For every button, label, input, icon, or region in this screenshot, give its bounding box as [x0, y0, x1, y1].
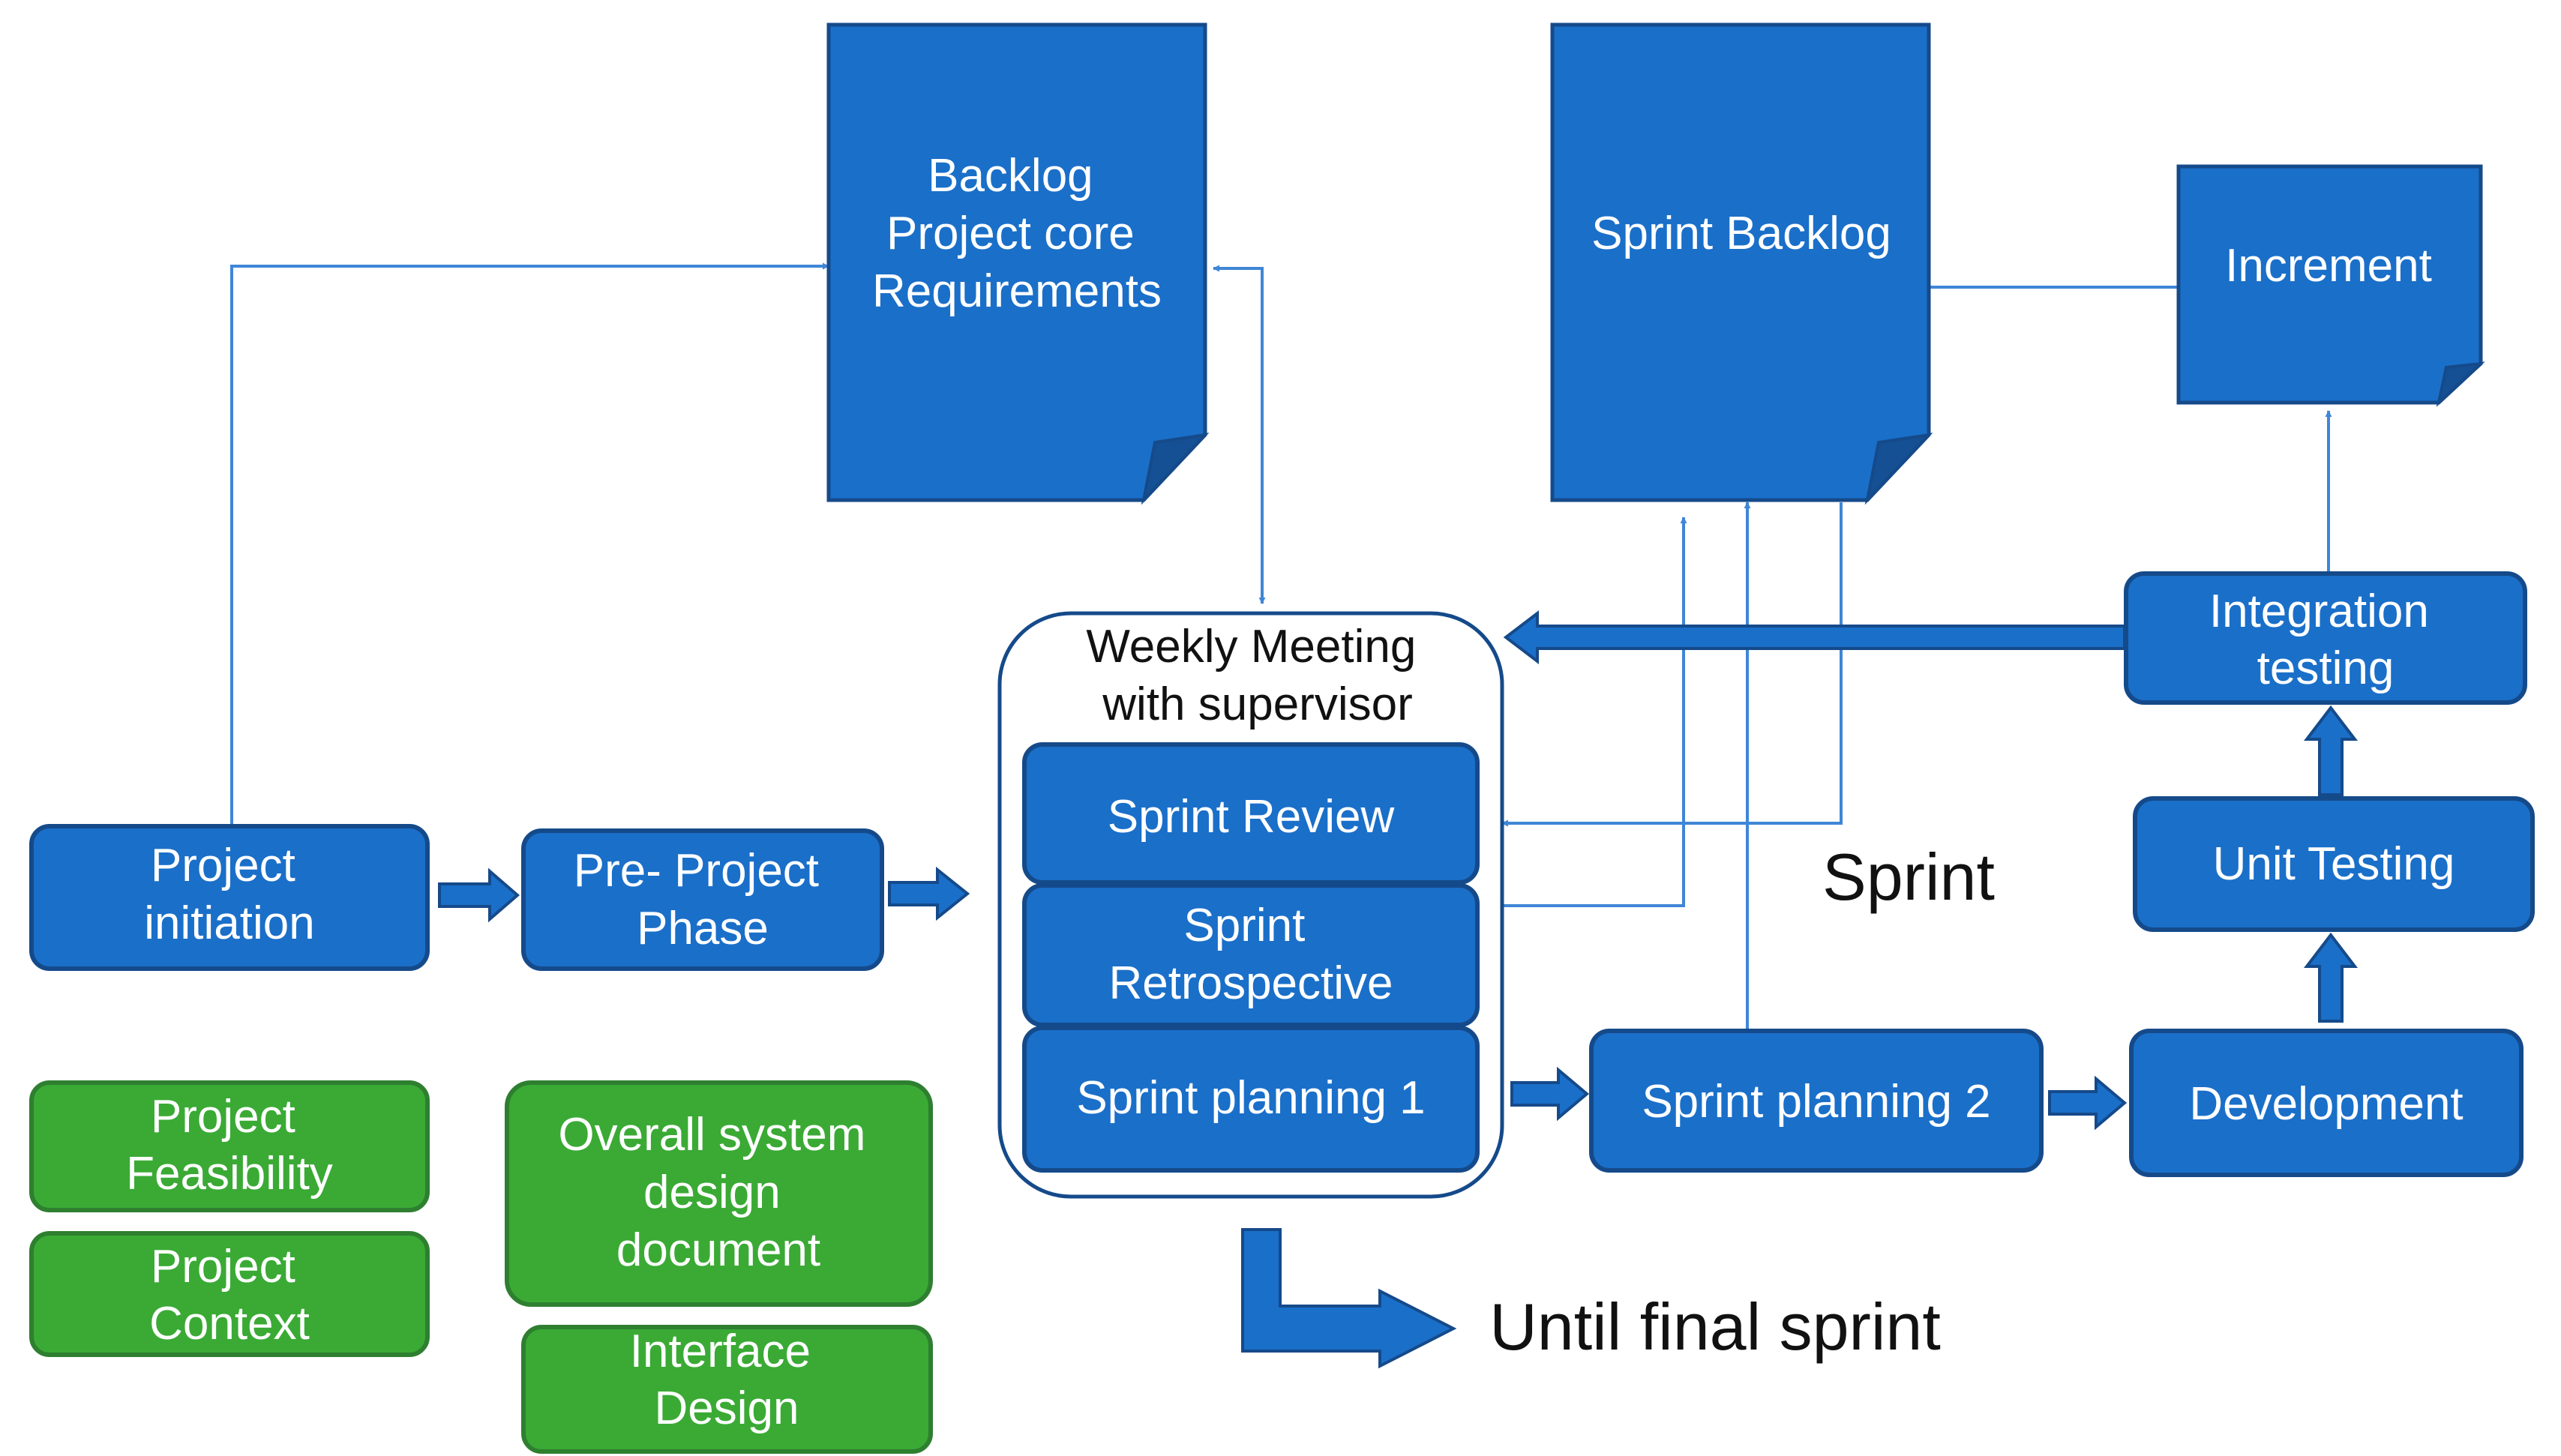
increment-document: Increment: [2176, 164, 2485, 407]
project-context-box: Project Context: [29, 1231, 430, 1357]
sprint-planning-2-label: Sprint planning 2: [1642, 1076, 1990, 1128]
backlog-document-label: Backlog Project core Requirements: [872, 150, 1162, 317]
development-box: Development: [2129, 1029, 2524, 1177]
sprint-review-box: [1022, 742, 1480, 885]
weekly-meeting-title: Weekly Meeting with supervisor: [1086, 621, 1429, 730]
project-context-label: Project Context: [149, 1241, 310, 1350]
integration-testing-box: Integration testing: [2124, 571, 2527, 705]
unit-testing-box: Unit Testing: [2133, 796, 2535, 932]
connector-sprintbacklog-to-review: [1501, 502, 1843, 827]
sprint-backlog-label: Sprint Backlog: [1591, 208, 1891, 259]
project-feasibility-box: Project Feasibility: [29, 1080, 430, 1212]
project-feasibility-label: Project Feasibility: [126, 1091, 333, 1200]
sprint-planning-1-label: Sprint planning 1: [1076, 1072, 1425, 1124]
increment-label: Increment: [2225, 240, 2432, 292]
development-label: Development: [2189, 1078, 2463, 1130]
arrow-development-to-unittesting: [2303, 932, 2359, 1023]
pre-project-label: Pre- Project Phase: [574, 845, 832, 954]
pre-project-box: Pre- Project Phase: [521, 828, 884, 971]
sprint-planning-1-box: [1022, 1026, 1480, 1173]
sprint-label: Sprint: [1822, 840, 1995, 914]
arrow-initiation-to-preproject: [438, 867, 520, 923]
overall-design-label: Overall system design document: [558, 1109, 878, 1276]
project-initiation-label: Project initiation: [144, 840, 314, 949]
arrow-integration-to-weekly: [1503, 610, 2126, 665]
interface-design-box: Interface Design: [521, 1325, 933, 1454]
arrow-planning2-to-development: [2048, 1075, 2128, 1131]
weekly-meeting-container: Weekly Meeting with supervisor Sprint Re…: [997, 611, 1504, 1199]
connector-retrospective-to-sprintbacklog: [1502, 517, 1687, 907]
sprint-retrospective-label: Sprint Retrospective: [1108, 900, 1393, 1009]
arrow-preproject-to-weekly: [888, 866, 970, 921]
sprint-planning-2-box: Sprint planning 2: [1589, 1029, 2044, 1173]
interface-design-label: Interface Design: [630, 1326, 823, 1434]
sprint-review-label: Sprint Review: [1108, 791, 1395, 843]
sprint-retrospective-box: [1022, 883, 1480, 1027]
backlog-document: Backlog Project core Requirements: [826, 22, 1210, 505]
arrow-until-final-sprint: [1241, 1228, 1457, 1369]
arrow-unittesting-to-integration: [2303, 705, 2359, 796]
unit-testing-label: Unit Testing: [2213, 838, 2455, 890]
until-final-sprint-label: Until final sprint: [1489, 1290, 1941, 1364]
integration-testing-label: Integration testing: [2209, 586, 2442, 694]
arrow-planning1-to-planning2: [1510, 1066, 1590, 1122]
connector-backlog-weekly: [1213, 265, 1266, 604]
flow-arrows: [438, 610, 2359, 1369]
project-initiation-box: Project initiation: [29, 824, 430, 971]
sprint-backlog-document: Sprint Backlog: [1550, 22, 1933, 505]
connector-initiation-to-backlog: [230, 262, 829, 825]
overall-design-box: Overall system design document: [505, 1080, 933, 1307]
